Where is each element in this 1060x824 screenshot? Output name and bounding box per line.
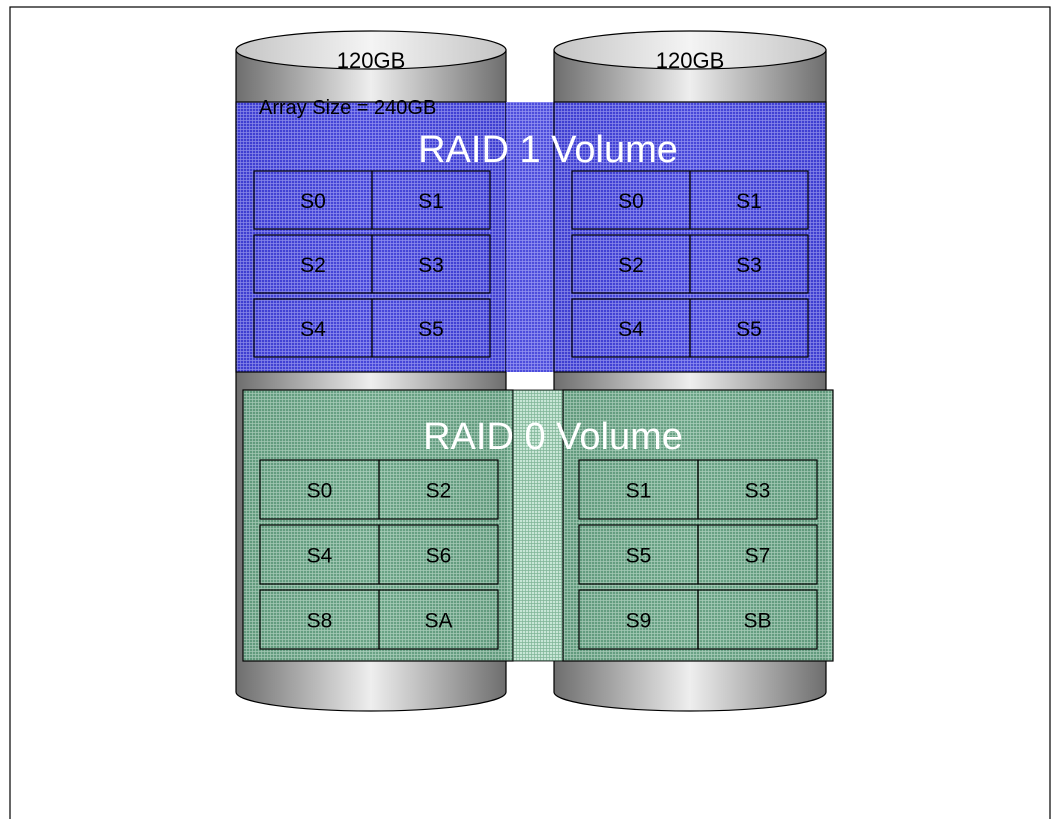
stripe-block-label: S1 xyxy=(736,190,762,213)
stripe-block xyxy=(689,234,809,294)
raid1-volume-title: RAID 1 Volume xyxy=(418,129,678,171)
stripe-block-label: S4 xyxy=(307,545,333,568)
stripe-block xyxy=(697,459,818,520)
stripe-block-label: S7 xyxy=(745,545,771,568)
stripe-block xyxy=(697,524,818,585)
stripe-block-label: S5 xyxy=(736,318,762,341)
stripe-block xyxy=(689,298,809,358)
stripe-block-label: S4 xyxy=(300,318,326,341)
stripe-block-label: S6 xyxy=(426,545,452,568)
disk-1-capacity-label: 120GB xyxy=(337,48,406,73)
raid1-band-disk-1 xyxy=(235,101,507,373)
stripe-block-label: S3 xyxy=(745,480,771,503)
stripe-block-label: S9 xyxy=(626,610,652,633)
stripe-block xyxy=(378,459,499,520)
stripe-block xyxy=(378,589,499,650)
stripe-block-label: SA xyxy=(424,610,452,633)
stripe-block xyxy=(689,170,809,230)
stripe-block-label: S5 xyxy=(418,318,444,341)
stripe-block-label: S5 xyxy=(626,545,652,568)
stripe-block xyxy=(697,589,818,650)
stripe-block-label: S0 xyxy=(307,480,333,503)
stripe-block-label: SB xyxy=(743,610,771,633)
stripe-block-label: S3 xyxy=(736,254,762,277)
stripe-block xyxy=(371,234,491,294)
stripe-block-label: S3 xyxy=(418,254,444,277)
array-size-label: Array Size = 240GB xyxy=(259,97,436,119)
raid1-band-bridge xyxy=(506,102,554,372)
stripe-block-label: S4 xyxy=(618,318,644,341)
stripe-block-label: S2 xyxy=(300,254,326,277)
disk-2-top xyxy=(553,30,827,70)
stripe-block-label: S1 xyxy=(626,480,652,503)
disk-2-capacity-label: 120GB xyxy=(656,48,725,73)
stripe-block-label: S1 xyxy=(418,190,444,213)
stripe-block xyxy=(378,524,499,585)
stripe-block-label: S8 xyxy=(307,610,333,633)
disk-1-top xyxy=(235,30,507,70)
stripe-block-label: S2 xyxy=(618,254,644,277)
raid0-volume-title: RAID 0 Volume xyxy=(423,416,683,458)
stripe-block xyxy=(371,298,491,358)
stripe-block xyxy=(371,170,491,230)
stripe-block-label: S2 xyxy=(426,480,452,503)
stripe-block-label: S0 xyxy=(618,190,644,213)
stripe-block-label: S0 xyxy=(300,190,326,213)
